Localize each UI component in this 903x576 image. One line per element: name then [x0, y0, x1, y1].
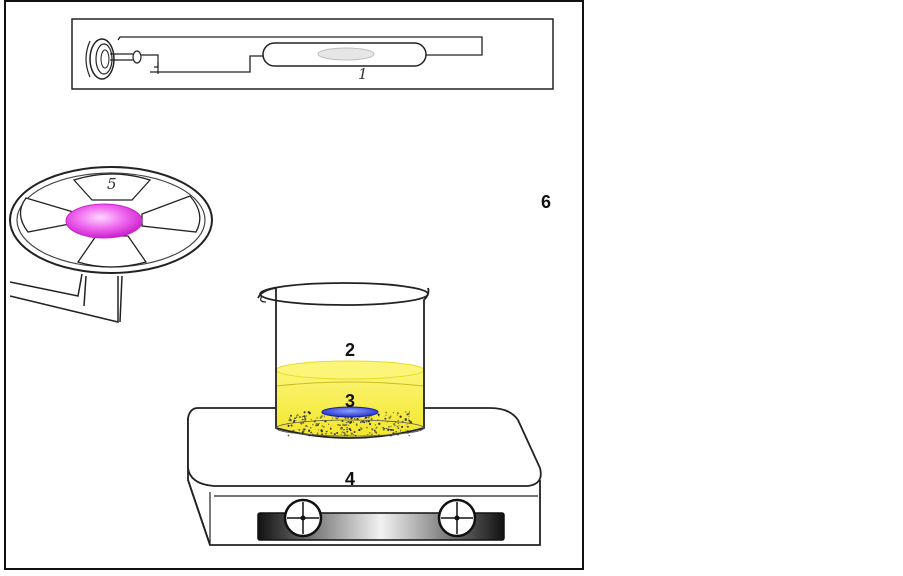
fan-blade-left — [19, 197, 81, 233]
fan-blade-right — [141, 195, 201, 233]
fan-blade-top — [72, 173, 152, 201]
label-5: 5 — [107, 175, 117, 193]
solution — [276, 370, 424, 437]
lamp-housing — [71, 18, 554, 90]
label-1: 1 — [358, 65, 368, 83]
stir-bar — [321, 406, 379, 418]
solution-surface — [275, 360, 425, 380]
label-2: 2 — [345, 340, 355, 360]
lamp-socket-icon — [89, 38, 115, 80]
beaker: 2 3 — [257, 282, 430, 439]
label-4: 4 — [345, 469, 355, 489]
fan-blade-bottom — [76, 235, 148, 268]
cooling-fan: 5 — [9, 166, 213, 323]
lamp-glow — [317, 47, 375, 61]
label-6: 6 — [541, 192, 551, 212]
uv-lamp-assembly: 1 — [71, 18, 554, 90]
label-3: 3 — [345, 391, 355, 411]
speed-knob-icon — [283, 498, 323, 538]
enclosure-box — [4, 0, 584, 570]
heat-knob-icon — [437, 498, 477, 538]
fan-stand — [9, 273, 123, 323]
beaker-rim — [259, 282, 429, 306]
fan-hub — [65, 203, 143, 239]
